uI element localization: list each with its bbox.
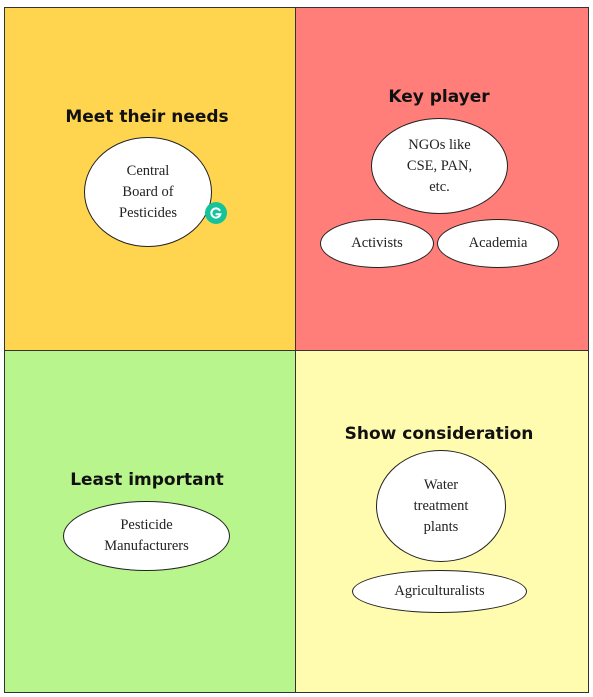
stakeholder-activists: Activists <box>320 219 434 268</box>
stakeholder-pesticide-manufacturers: Pesticide Manufacturers <box>63 501 230 571</box>
meet-their-needs-heading: Meet their needs <box>65 107 229 127</box>
stakeholder-central-board-of-pesticides: Central Board of Pesticides <box>84 137 212 247</box>
stakeholder-agriculturalists: Agriculturalists <box>352 570 527 613</box>
grammarly-glyph <box>210 207 222 219</box>
show-consideration-heading: Show consideration <box>344 424 534 444</box>
key-player-heading: Key player <box>388 87 490 107</box>
stakeholder-ngos: NGOs like CSE, PAN, etc. <box>371 118 508 214</box>
least-important-heading: Least important <box>70 470 224 490</box>
grammarly-icon[interactable] <box>205 202 227 224</box>
stakeholder-water-treatment-plants: Water treatment plants <box>376 450 506 562</box>
stakeholder-academia: Academia <box>437 219 559 268</box>
stakeholder-matrix <box>4 7 589 693</box>
